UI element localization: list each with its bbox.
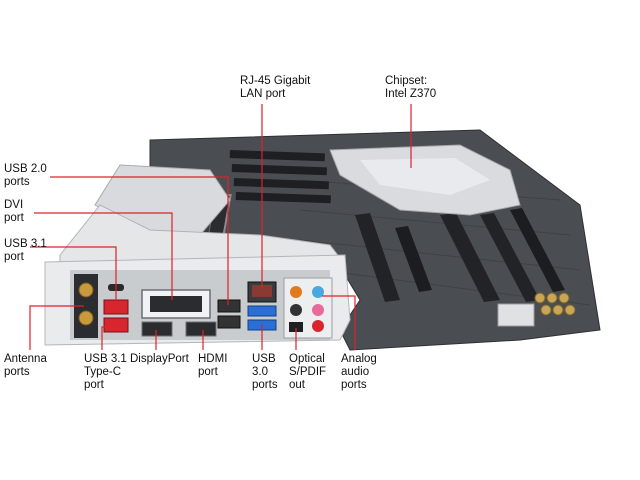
label-usb31: USB 3.1 port [4, 238, 47, 263]
label-analog: Analog audio ports [341, 353, 377, 391]
rj45-usb30-stack [247, 281, 277, 331]
label-rj45: RJ-45 Gigabit LAN port [240, 75, 311, 100]
label-antenna: Antenna ports [4, 353, 47, 378]
audio-panel [283, 277, 333, 339]
label-displayport: DisplayPort [130, 353, 189, 365]
label-optical: Optical S/PDIF out [289, 353, 327, 391]
label-usb30: USB 3.0 ports [252, 353, 278, 391]
dvi-port [141, 289, 211, 319]
label-dvi: DVI port [4, 199, 24, 224]
leader-lines [29, 104, 412, 350]
hdmi-connector [185, 321, 217, 337]
ram-slots [229, 150, 331, 204]
label-usb31c: USB 3.1 Type-C port [84, 353, 127, 391]
label-hdmi: HDMI port [198, 353, 228, 378]
label-chipset: Chipset: Intel Z370 [385, 75, 437, 100]
usb20-ports [217, 299, 241, 329]
pcie-slots [355, 208, 565, 302]
audio-codec-shield [497, 303, 535, 327]
label-usb20: USB 2.0 ports [4, 163, 47, 188]
displayport-connector [141, 321, 173, 337]
capacitors [534, 292, 576, 316]
